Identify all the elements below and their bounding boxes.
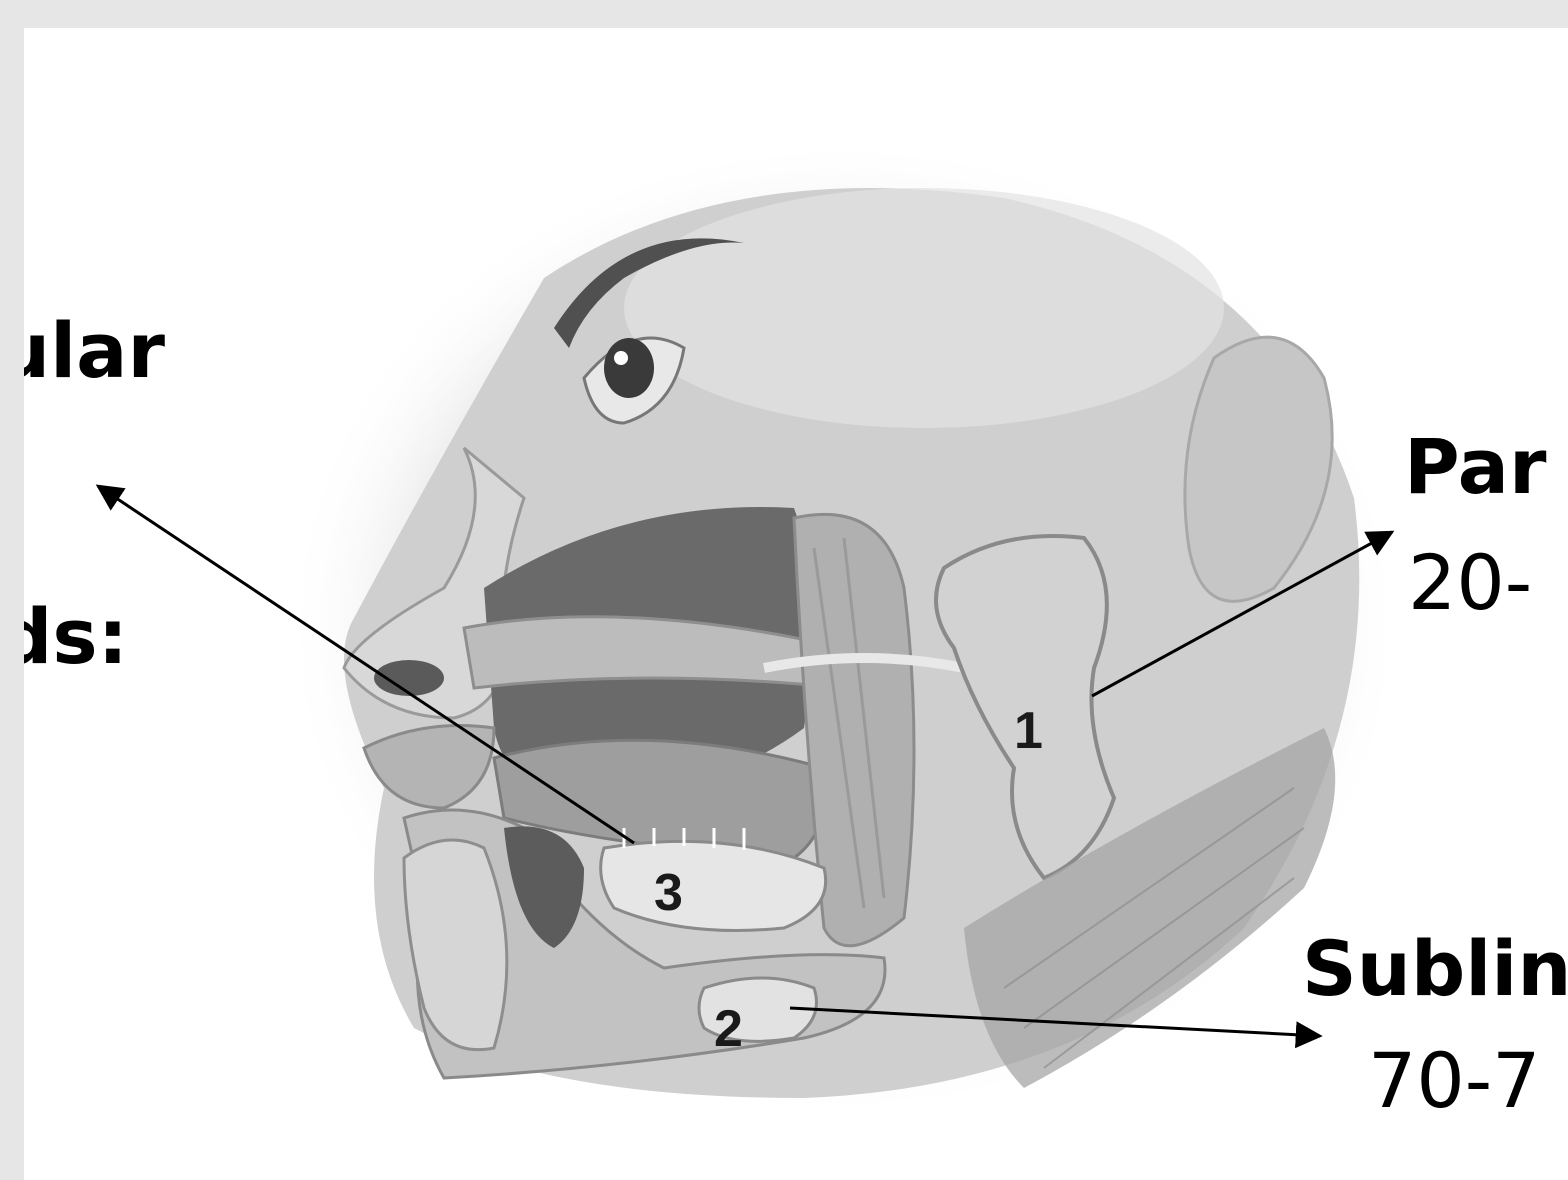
gland-marker-3: 3 bbox=[654, 864, 683, 922]
sublingual-label: Sublin bbox=[1302, 926, 1568, 1012]
parotid-label: Par bbox=[1404, 424, 1546, 510]
heading-line-1: ular bbox=[24, 308, 165, 394]
heading-line-2: ds: bbox=[24, 594, 128, 680]
sublingual-value: 70-7 bbox=[1368, 1038, 1540, 1124]
parotid-value: 20- bbox=[1408, 540, 1532, 626]
gland-marker-2: 2 bbox=[714, 1000, 743, 1058]
slide: 1 2 3 ular ds: Par 20- Sublin 70-7 bbox=[24, 28, 1568, 1180]
gland-marker-1: 1 bbox=[1014, 702, 1043, 760]
